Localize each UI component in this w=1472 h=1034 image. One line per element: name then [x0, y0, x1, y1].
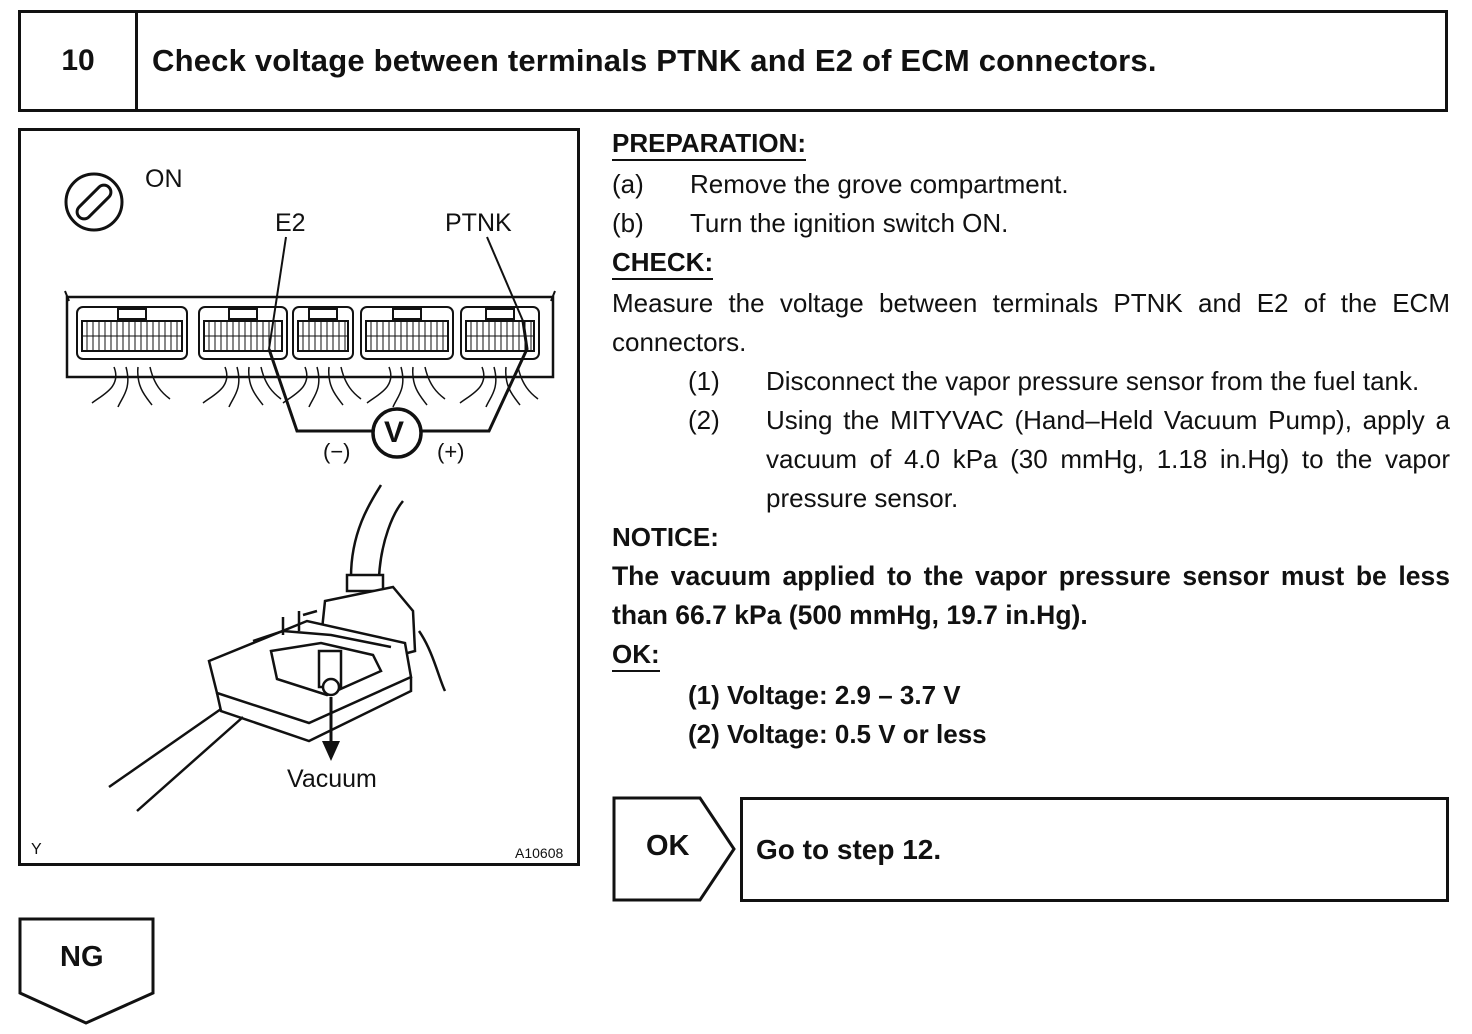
- ok-action-box: Go to step 12.: [740, 797, 1449, 902]
- ecm-connector-icon: [64, 290, 556, 408]
- wiring-figure: ON E2 PTNK V (−) (+) Vacuum Y A10608: [18, 128, 580, 866]
- step-header: 10 Check voltage between terminals PTNK …: [18, 10, 1448, 112]
- ok-action-text: Go to step 12.: [756, 833, 942, 865]
- vacuum-arrow-icon: [322, 697, 340, 761]
- ok-heading: OK:: [612, 639, 660, 672]
- preparation-heading: PREPARATION:: [612, 128, 807, 161]
- ok-value: (1) Voltage: 2.9 – 3.7 V: [688, 680, 961, 710]
- step-number: 10: [21, 13, 138, 109]
- right-arrow-icon: [612, 796, 736, 902]
- check-intro: Measure the voltage between terminals PT…: [612, 288, 1450, 357]
- ng-label: NG: [60, 941, 104, 973]
- terminal-e2-label: E2: [275, 209, 306, 237]
- ng-result-arrow: NG: [18, 917, 155, 1027]
- instructions: PREPARATION: (a) Remove the grove compar…: [612, 124, 1450, 754]
- terminal-leads: [267, 236, 529, 433]
- preparation-item: (a) Remove the grove compartment.: [612, 169, 1069, 199]
- check-heading: CHECK:: [612, 247, 714, 280]
- negative-probe-label: (−): [323, 439, 351, 464]
- ignition-state-label: ON: [145, 165, 183, 193]
- corner-mark: Y: [31, 841, 42, 858]
- ok-label: OK: [646, 830, 690, 862]
- ignition-switch-icon: [64, 172, 124, 232]
- voltmeter-icon: [371, 407, 423, 459]
- check-step: (1) Disconnect the vapor pressure sensor…: [688, 366, 1420, 396]
- voltmeter-symbol: V: [384, 416, 405, 449]
- ok-value: (2) Voltage: 0.5 V or less: [688, 719, 987, 749]
- vacuum-label: Vacuum: [287, 765, 377, 793]
- positive-probe-label: (+): [437, 439, 465, 464]
- figure-code: A10608: [515, 845, 564, 861]
- notice-heading: NOTICE:: [612, 522, 719, 552]
- preparation-item: (b) Turn the ignition switch ON.: [612, 208, 1009, 238]
- terminal-ptnk-label: PTNK: [445, 209, 512, 237]
- check-step: (2) Using the MITYVAC (Hand–Held Vacuum …: [688, 405, 1450, 513]
- down-arrow-icon: [18, 917, 155, 1025]
- ecm-diagram: [64, 172, 556, 812]
- step-title: Check voltage between terminals PTNK and…: [152, 43, 1157, 78]
- notice-text: The vacuum applied to the vapor pressure…: [612, 561, 1450, 630]
- vapor-pressure-sensor-icon: [108, 484, 447, 812]
- ok-result-arrow: OK: [612, 796, 736, 902]
